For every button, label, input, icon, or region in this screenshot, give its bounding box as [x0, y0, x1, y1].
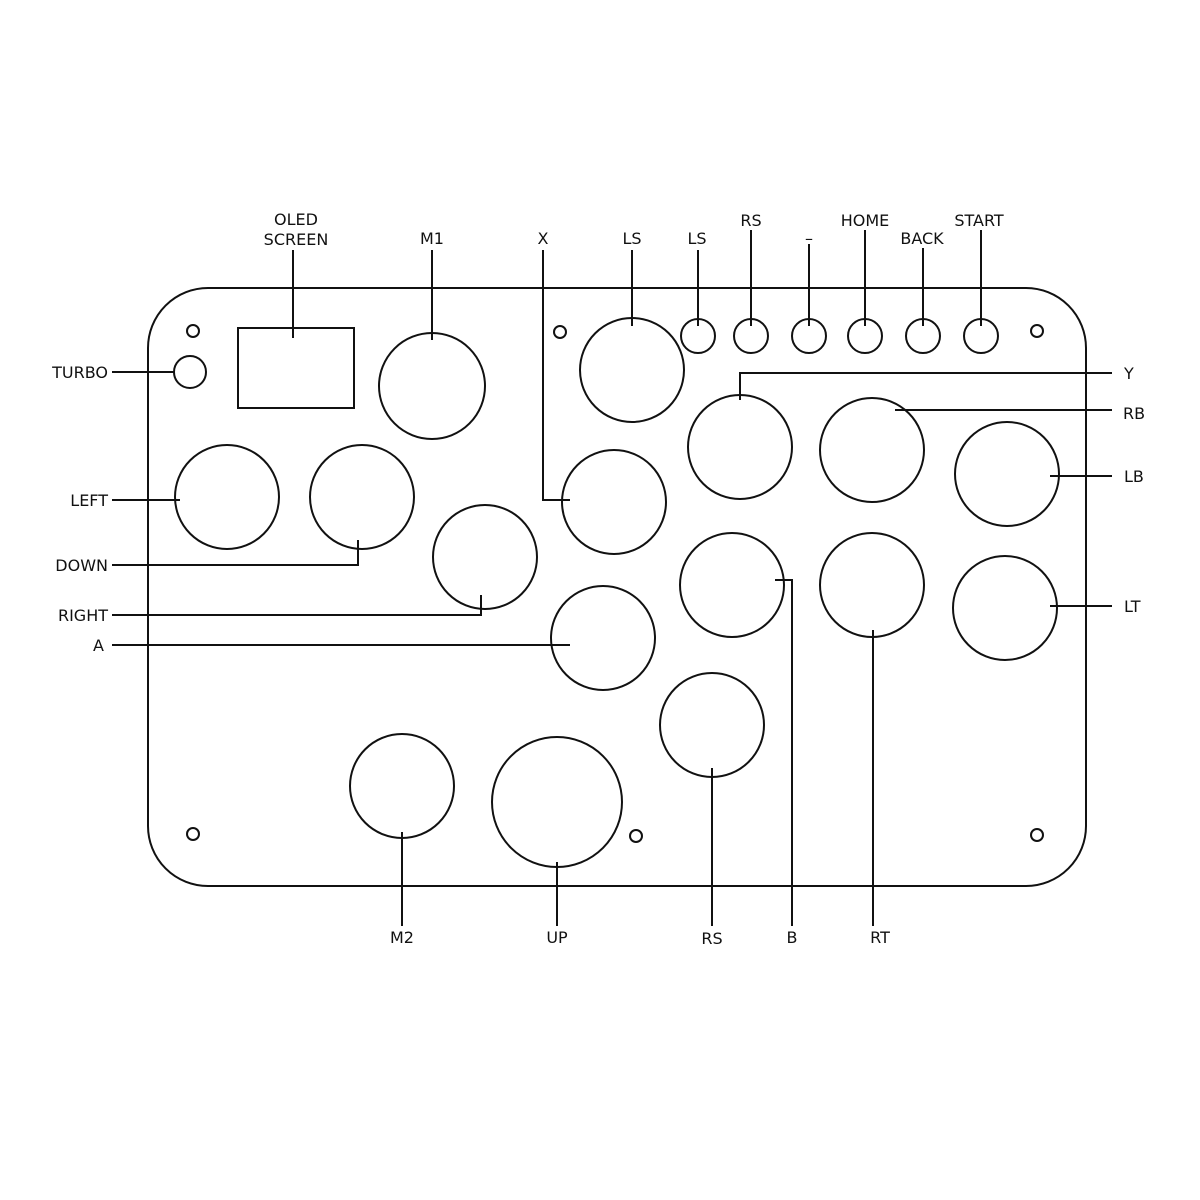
controller-body-outline	[147, 287, 1087, 887]
rt-button[interactable]	[819, 532, 925, 638]
minus-label: –	[805, 229, 813, 248]
lb-button[interactable]	[954, 421, 1060, 527]
b-button[interactable]	[679, 532, 785, 638]
oled-screen	[237, 327, 355, 409]
rb-button[interactable]	[819, 397, 925, 503]
down-button[interactable]	[309, 444, 415, 550]
lt-button[interactable]	[952, 555, 1058, 661]
ls-top-button[interactable]	[579, 317, 685, 423]
x-button[interactable]	[561, 449, 667, 555]
a-label: A	[93, 636, 104, 655]
mounting-hole	[186, 324, 200, 338]
b-leader-line	[775, 579, 793, 926]
start-label: START	[954, 211, 1004, 230]
back-label: BACK	[900, 229, 944, 248]
down-leader-line	[112, 540, 359, 566]
right-button[interactable]	[432, 504, 538, 610]
y-leader-line	[739, 372, 1112, 400]
y-button[interactable]	[687, 394, 793, 500]
rs-bottom-label: RS	[701, 929, 722, 948]
left-button[interactable]	[174, 444, 280, 550]
up-label: UP	[546, 928, 568, 947]
right-label: RIGHT	[58, 606, 108, 625]
mounting-hole	[553, 325, 567, 339]
m2-button[interactable]	[349, 733, 455, 839]
lt-label: LT	[1124, 597, 1141, 616]
mounting-hole	[629, 829, 643, 843]
up-button[interactable]	[491, 736, 623, 868]
a-button[interactable]	[550, 585, 656, 691]
ls-top-label: LS	[622, 229, 641, 248]
mounting-hole	[1030, 828, 1044, 842]
turbo-button[interactable]	[173, 355, 207, 389]
mounting-hole	[186, 827, 200, 841]
m1-label: M1	[420, 229, 444, 248]
m2-label: M2	[390, 928, 414, 947]
left-label: LEFT	[70, 491, 108, 510]
right-leader-line	[112, 595, 482, 616]
rs-small-label: RS	[740, 211, 761, 230]
m1-button[interactable]	[378, 332, 486, 440]
turbo-label: TURBO	[51, 363, 108, 382]
x-leader-line	[542, 250, 570, 501]
rt-label: RT	[870, 928, 890, 947]
oled-label-line1: OLED	[274, 210, 318, 229]
x-label: X	[538, 229, 549, 248]
ls-small-label: LS	[687, 229, 706, 248]
y-label: Y	[1123, 364, 1134, 383]
down-label: DOWN	[55, 556, 108, 575]
rb-label: RB	[1123, 404, 1145, 423]
home-label: HOME	[841, 211, 890, 230]
b-label: B	[787, 928, 798, 947]
rs-bottom-button[interactable]	[659, 672, 765, 778]
lb-label: LB	[1124, 467, 1144, 486]
mounting-hole	[1030, 324, 1044, 338]
oled-label-line2: SCREEN	[264, 230, 329, 249]
